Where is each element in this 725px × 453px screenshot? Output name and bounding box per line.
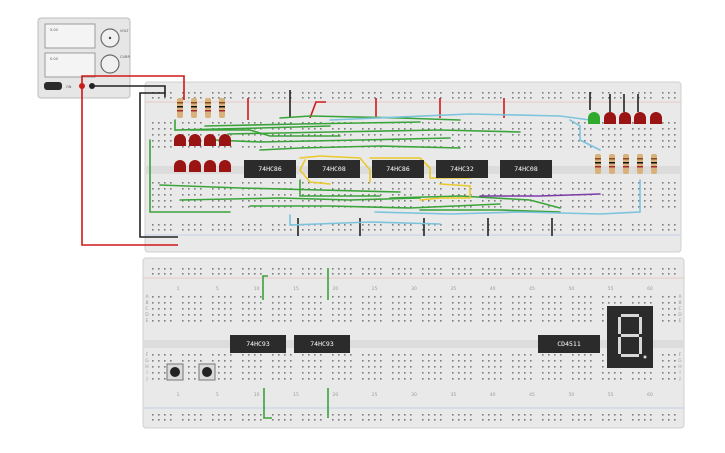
- voltage-readout: 5.00: [50, 28, 58, 32]
- row-letter: A: [678, 294, 682, 300]
- current-display: [44, 52, 96, 78]
- row-letter: F: [679, 352, 682, 358]
- chip-top-3-label: 74HC86: [386, 165, 410, 173]
- row-letter: E: [679, 318, 682, 324]
- seven-segment-digit: [618, 314, 647, 359]
- row-letter: I: [146, 370, 147, 376]
- column-number: 25: [372, 286, 378, 292]
- signal-wires: [149, 113, 641, 226]
- row-letter: B: [678, 300, 681, 306]
- chip-top-5-label: 74HC08: [514, 165, 538, 173]
- column-number: 15: [293, 286, 299, 292]
- column-number: 20: [332, 392, 338, 398]
- power-wires[interactable]: [81, 75, 185, 246]
- row-letter: H: [678, 364, 681, 370]
- chip-top-4[interactable]: 74HC32: [436, 160, 488, 178]
- row-letter: C: [145, 306, 148, 312]
- row-letter: A: [145, 294, 149, 300]
- row-letter: G: [678, 358, 682, 364]
- chip-top-2[interactable]: 74HC08: [308, 160, 360, 178]
- push-button-1[interactable]: [166, 363, 184, 381]
- column-number: 5: [216, 392, 219, 398]
- power-switch[interactable]: [44, 82, 62, 90]
- row-letter: G: [145, 358, 149, 364]
- top-breadboard-holes: [152, 92, 676, 231]
- row-letter: D: [145, 312, 149, 318]
- column-number: 40: [490, 286, 496, 292]
- row-letter: C: [678, 306, 681, 312]
- column-number: 1: [177, 392, 180, 398]
- row-letter: I: [679, 370, 680, 376]
- resistor-group-top-right: [595, 154, 657, 174]
- chip-bottom-2-label: 74HC93: [310, 340, 334, 348]
- column-number: 30: [411, 392, 417, 398]
- column-number: 10: [254, 392, 260, 398]
- chip-bottom-2[interactable]: 74HC93: [294, 335, 350, 353]
- row-letter: B: [145, 300, 148, 306]
- black-rail-wire: [139, 92, 178, 238]
- column-number: 5: [216, 286, 219, 292]
- column-number: 35: [450, 392, 456, 398]
- current-knob-label: CURR: [120, 55, 130, 59]
- row-letter: E: [146, 318, 149, 324]
- seven-segment-display[interactable]: [607, 306, 653, 368]
- row-letter: H: [145, 364, 148, 370]
- chip-top-1[interactable]: 74HC86: [244, 160, 296, 178]
- current-readout: 0.00: [50, 57, 58, 61]
- column-number: 35: [450, 286, 456, 292]
- column-number: 55: [608, 286, 614, 292]
- column-number: 60: [647, 392, 653, 398]
- row-letter: J: [678, 376, 680, 382]
- bottom-board-wires: [262, 268, 329, 419]
- column-number: 50: [568, 392, 574, 398]
- column-number: 50: [568, 286, 574, 292]
- column-number: 20: [332, 286, 338, 292]
- chip-top-2-label: 74HC08: [322, 165, 346, 173]
- column-number: 25: [372, 392, 378, 398]
- column-number: 1: [177, 286, 180, 292]
- voltage-knob-label: VOLT: [120, 29, 130, 33]
- column-number: 30: [411, 286, 417, 292]
- chip-top-5[interactable]: 74HC08: [500, 160, 552, 178]
- chip-bottom-1[interactable]: 74HC93: [230, 335, 286, 353]
- row-letter: D: [678, 312, 682, 318]
- chip-top-1-label: 74HC86: [258, 165, 282, 173]
- column-number: 60: [647, 286, 653, 292]
- row-letter: J: [145, 376, 147, 382]
- chip-top-3[interactable]: 74HC86: [372, 160, 424, 178]
- push-button-2[interactable]: [198, 363, 216, 381]
- chip-bottom-1-label: 74HC93: [246, 340, 270, 348]
- column-number: 40: [490, 392, 496, 398]
- column-number: 15: [293, 392, 299, 398]
- red-power-wire: [81, 75, 185, 100]
- red-rail-wire: [81, 86, 178, 246]
- column-number: 45: [529, 286, 535, 292]
- column-number: 55: [608, 392, 614, 398]
- column-number: 10: [254, 286, 260, 292]
- chip-bottom-3[interactable]: CD4511: [538, 335, 600, 353]
- led-group-top-right: [588, 112, 662, 124]
- current-knob[interactable]: [100, 54, 120, 74]
- power-switch-label: ON: [66, 85, 72, 89]
- chip-bottom-3-label: CD4511: [557, 340, 581, 348]
- chip-top-4-label: 74HC32: [450, 165, 474, 173]
- resistor-group-top-left: [177, 98, 225, 118]
- column-number: 45: [529, 392, 535, 398]
- row-letter: F: [146, 352, 149, 358]
- led-group-top-left: [174, 134, 231, 172]
- voltage-display: [44, 23, 96, 49]
